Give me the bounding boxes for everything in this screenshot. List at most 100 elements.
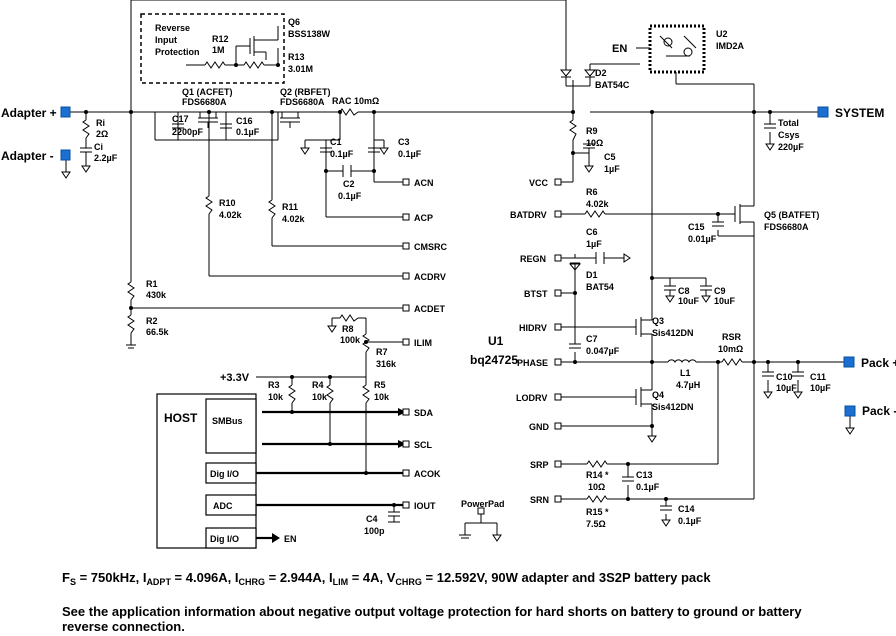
r5-ref-label: R5	[374, 380, 386, 390]
r14-ref-label: R14 *	[586, 470, 609, 480]
pin-iout: IOUT	[414, 501, 436, 511]
spec-note: FS = 750kHz, IADPT = 4.096A, ICHRG = 2.9…	[62, 570, 711, 587]
pin-scl: SCL	[414, 440, 433, 450]
pin-btst: BTST	[524, 289, 548, 299]
r2-val-label: 66.5k	[146, 327, 170, 337]
pin-sda: SDA	[414, 408, 434, 418]
d2-diode-a	[559, 69, 573, 80]
csys-ref-label: Total	[778, 118, 799, 128]
c13-val-label: 0.1µF	[636, 482, 660, 492]
host-smbus: SMBus	[212, 416, 243, 426]
pin-regn: REGN	[520, 254, 546, 264]
host-dig-io-2: Dig I/O	[210, 534, 239, 544]
protection-l1: Reverse	[155, 23, 190, 33]
host-adc: ADC	[213, 501, 233, 511]
pin-vcc: VCC	[529, 178, 549, 188]
q5-ref-label: Q5 (BATFET)	[764, 210, 819, 220]
c14-ref-label: C14	[678, 504, 695, 514]
adapter-minus-port[interactable]	[60, 149, 71, 161]
r8-val-label: 100k	[340, 335, 361, 345]
c5-val-label: 1µF	[604, 164, 620, 174]
ground-symbols	[61, 143, 855, 542]
system-port[interactable]	[817, 106, 829, 118]
c11-val-label: 10µF	[810, 383, 831, 393]
pack-plus-port[interactable]	[843, 356, 855, 368]
q1-val-label: FDS6680A	[182, 97, 227, 107]
ci-val-label: 2.2µF	[94, 153, 118, 163]
c7-val-label: 0.047µF	[586, 346, 620, 356]
r13-ref-label: R13	[288, 52, 305, 62]
l1-ref-label: L1	[680, 368, 691, 378]
u2-imd2a	[648, 24, 706, 74]
r7-ref-label: R7	[376, 347, 388, 357]
c17-ref-label: C17	[172, 114, 189, 124]
r6-ref-label: R6	[586, 187, 598, 197]
r12-val-label: 1M	[212, 45, 225, 55]
pin-srp: SRP	[530, 460, 549, 470]
adapter-plus-port[interactable]	[60, 106, 71, 118]
l1-val-label: 4.7µH	[676, 380, 700, 390]
r13-val-label: 3.01M	[288, 64, 313, 74]
r3-val-label: 10k	[268, 392, 284, 402]
c8-val-label: 10uF	[678, 296, 700, 306]
pin-acok: ACOK	[414, 469, 441, 479]
r6-val-label: 4.02k	[586, 199, 610, 209]
c2-ref-label: C2	[343, 179, 355, 189]
rac-label: RAC 10mΩ	[332, 96, 379, 106]
ci-ref-label: Ci	[94, 142, 103, 152]
u2-ref-label: U2	[716, 29, 728, 39]
c13-ref-label: C13	[636, 470, 653, 480]
rsr-val-label: 10mΩ	[718, 344, 743, 354]
system-label: SYSTEM	[835, 106, 884, 120]
d1-diode	[568, 262, 582, 271]
en-u2-label: EN	[612, 43, 627, 55]
q1-ref-label: Q1 (ACFET)	[182, 87, 233, 97]
c3-val-label: 0.1µF	[398, 149, 422, 159]
ri-ref-label: Ri	[96, 118, 105, 128]
d2-val-label: BAT54C	[595, 80, 630, 90]
ic-ref: U1	[488, 334, 504, 348]
pin-ilim: ILIM	[414, 338, 432, 348]
r14-val-label: 10Ω	[588, 482, 605, 492]
pack-minus-label: Pack -	[862, 404, 896, 418]
adapter-minus-label: Adapter -	[1, 149, 54, 163]
q3-ref-label: Q3	[652, 316, 664, 326]
r11-val-label: 4.02k	[282, 214, 306, 224]
c6-ref-label: C6	[586, 227, 598, 237]
d1-val-label: BAT54	[586, 282, 614, 292]
pack-minus-port[interactable]	[844, 405, 856, 417]
c9-ref-label: C9	[714, 286, 726, 296]
q2-mosfet	[280, 112, 300, 128]
application-note: See the application information about ne…	[62, 604, 802, 634]
c16-ref-label: C16	[236, 116, 253, 126]
c8-ref-label: C8	[678, 286, 690, 296]
c1-ref-label: C1	[330, 137, 342, 147]
r1-ref-label: R1	[146, 279, 158, 289]
mosfets	[198, 36, 755, 407]
q3-mosfet	[635, 317, 653, 337]
c9-val-label: 10uF	[714, 296, 736, 306]
r10-val-label: 4.02k	[219, 210, 243, 220]
pin-phase: PHASE	[517, 358, 548, 368]
c10-ref-label: C10	[776, 372, 793, 382]
csys-val-label: 220µF	[778, 142, 804, 152]
r4-ref-label: R4	[312, 380, 324, 390]
powerpad-label: PowerPad	[461, 499, 505, 509]
l1-inductor	[667, 359, 697, 364]
adapter-plus-label: Adapter +	[1, 106, 57, 120]
c14-val-label: 0.1µF	[678, 516, 702, 526]
c15-val-label: 0.01µF	[688, 234, 717, 244]
u2-val-label: IMD2A	[716, 41, 745, 51]
diodes	[559, 69, 597, 271]
r10-ref-label: R10	[219, 198, 236, 208]
wires	[65, 0, 851, 535]
r15-ref-label: R15 *	[586, 507, 609, 517]
q1-mosfet	[198, 112, 218, 128]
d2-ref-label: D2	[595, 68, 607, 78]
host-dig-io-1: Dig I/O	[210, 469, 239, 479]
supply-3v3-label: +3.3V	[220, 372, 250, 384]
q6-val-label: BSS138W	[288, 29, 331, 39]
r7-val-label: 316k	[376, 359, 397, 369]
pack-plus-label: Pack +	[861, 356, 896, 370]
r1-val-label: 430k	[146, 290, 167, 300]
